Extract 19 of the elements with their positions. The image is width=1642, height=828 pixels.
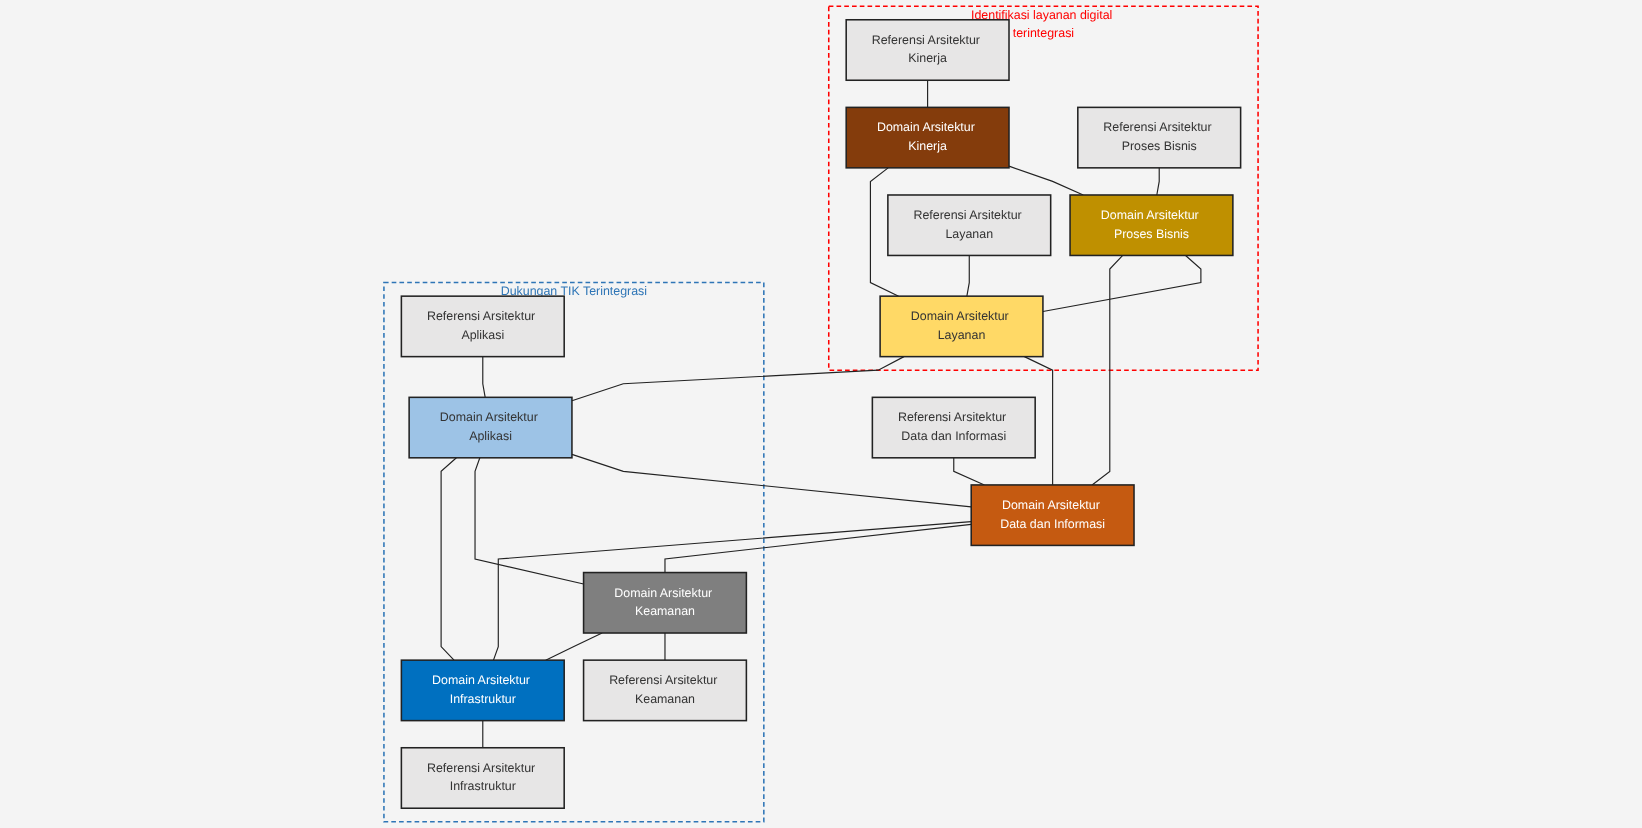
connector	[440, 457, 457, 661]
connector	[664, 632, 666, 661]
connector	[474, 457, 585, 585]
connector	[1008, 165, 1084, 196]
connector	[1023, 356, 1054, 486]
connector	[482, 356, 486, 398]
connector	[492, 521, 972, 661]
connector	[571, 356, 905, 402]
connector	[869, 167, 900, 297]
connector	[664, 523, 972, 574]
connector	[545, 632, 603, 661]
connector	[571, 453, 972, 508]
connector	[1156, 167, 1160, 196]
connector	[1042, 254, 1202, 313]
connector	[966, 254, 970, 297]
connector	[1091, 254, 1124, 486]
connector	[482, 720, 484, 749]
connector	[953, 457, 985, 486]
connector	[927, 79, 929, 108]
